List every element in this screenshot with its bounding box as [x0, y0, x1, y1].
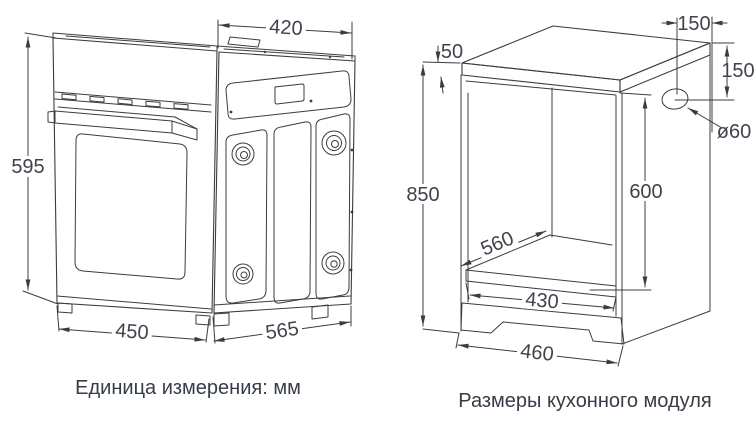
dim-label-150-h: 150 [677, 13, 710, 35]
dim-label-420: 420 [269, 16, 304, 40]
left-figure-caption: Единица измерения: мм [75, 377, 301, 399]
dim-450: 450 [56, 305, 210, 344]
cabinet-body [460, 54, 711, 345]
oven-front-face [52, 37, 218, 314]
dim-565: 565 [212, 305, 352, 344]
dim-label-450: 450 [114, 320, 149, 344]
oven-feet [57, 302, 329, 327]
plinth-front [460, 302, 625, 345]
dim-430: 430 [465, 282, 617, 314]
dim-hole-diameter: ø60 [687, 107, 751, 143]
dim-150-horizontal: 150 [661, 13, 728, 133]
kitchen-module-drawing: 50 850 600 150 150 [405, 13, 755, 367]
oven-side-panel-2 [273, 121, 312, 304]
dim-595: 595 [9, 32, 59, 305]
oven-top-rim [52, 32, 356, 57]
vent-hole [661, 88, 689, 110]
dim-label-600: 600 [629, 181, 662, 203]
countertop-end-face [619, 42, 711, 93]
dim-label-565: 565 [264, 318, 300, 344]
right-figure-caption: Размеры кухонного модуля [458, 390, 712, 412]
dim-850: 850 [405, 61, 461, 334]
oven-side-panel-1 [225, 129, 268, 304]
dim-label-430: 430 [524, 289, 559, 314]
oven-side-face [213, 51, 356, 314]
dim-label-595: 595 [11, 156, 44, 178]
oven-side-plate [225, 70, 352, 120]
oven-side-panel-3 [315, 113, 351, 300]
oven-door-window [74, 133, 188, 280]
countertop-top-face [461, 25, 711, 81]
dim-150-vertical: 150 [674, 42, 755, 101]
oven-door-handle [47, 106, 198, 141]
dim-420: 420 [217, 15, 353, 60]
dim-label-150-v: 150 [721, 60, 754, 82]
oven-vent-strip [54, 91, 212, 113]
dim-label-d60: ø60 [717, 121, 751, 143]
dim-50: 50 [435, 41, 463, 94]
dim-label-50: 50 [441, 41, 463, 63]
dim-label-850: 850 [406, 184, 439, 206]
oven-side-spirals [231, 130, 347, 285]
oven-side-plate-display [274, 83, 305, 105]
dim-600: 600 [589, 92, 664, 291]
dim-560: 560 [460, 226, 547, 267]
dim-label-460: 460 [519, 340, 555, 366]
oven-drawing: 420 595 450 565 [9, 15, 356, 344]
dim-460: 460 [455, 332, 624, 367]
oven-top-vent-box [227, 36, 261, 48]
